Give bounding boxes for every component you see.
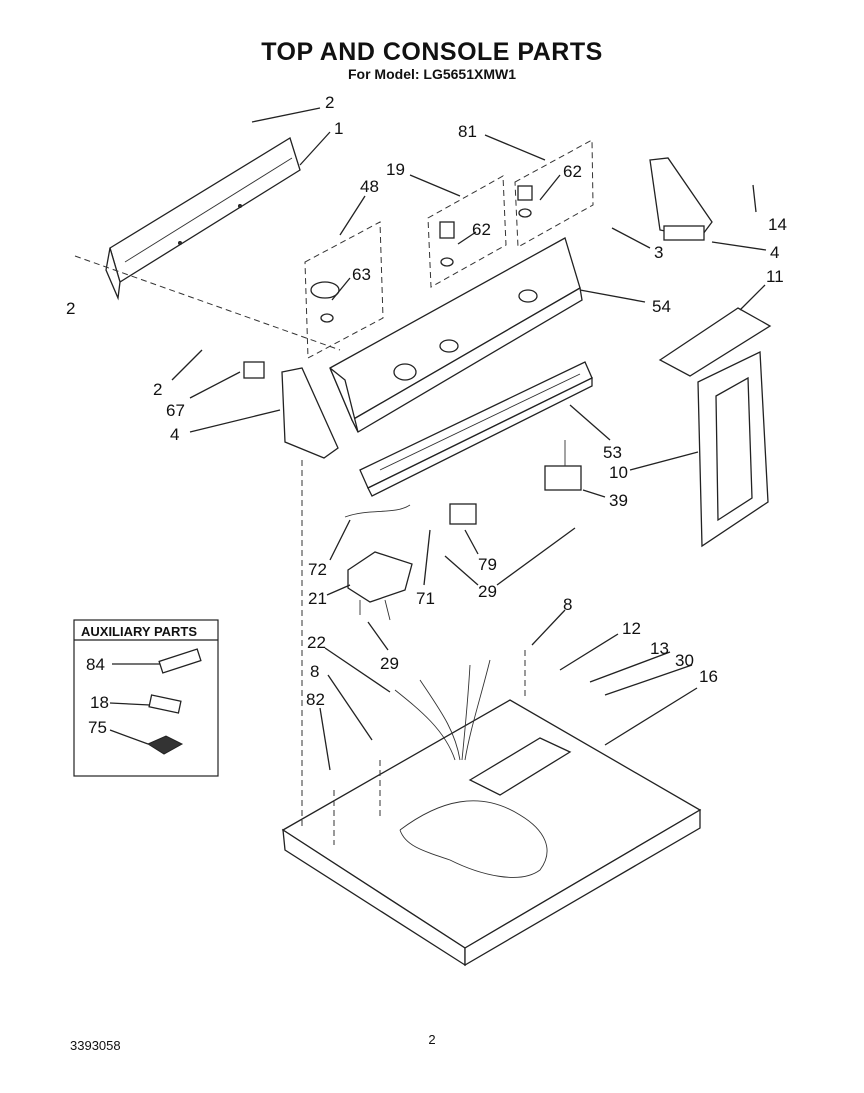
switch-79 — [449, 503, 477, 525]
callout: 62 — [472, 220, 491, 239]
auxiliary-parts-box: AUXILIARY PARTS 84 18 75 — [73, 619, 219, 777]
callout: 48 — [360, 177, 379, 196]
callout: 30 — [675, 651, 694, 670]
knob-group-48 — [304, 221, 384, 359]
side-panel-cover — [658, 307, 772, 548]
callout: 3 — [654, 243, 663, 262]
left-end-bracket — [243, 361, 339, 459]
callout: 53 — [603, 443, 622, 462]
wire-harness-72 — [344, 504, 411, 518]
callout: 71 — [416, 589, 435, 608]
callout: 10 — [609, 463, 628, 482]
page-number: 2 — [428, 1032, 436, 1047]
model-subtitle: For Model: LG5651XMW1 — [347, 66, 517, 82]
console-base-channel — [359, 361, 593, 497]
timer-21 — [347, 551, 413, 621]
top-cover-16 — [281, 699, 702, 967]
aux-item-label: 18 — [90, 693, 109, 712]
callout: 2 — [153, 380, 162, 399]
callout: 63 — [352, 265, 371, 284]
callout: 82 — [306, 690, 325, 709]
callout: 12 — [622, 619, 641, 638]
aux-item-label: 75 — [88, 718, 107, 737]
callout: 11 — [766, 267, 784, 286]
callout: 8 — [563, 595, 572, 614]
leader-lines — [171, 107, 767, 771]
console-panel — [329, 237, 583, 433]
callout: 8 — [310, 662, 319, 681]
callout: 54 — [652, 297, 671, 316]
knob-group-81 — [514, 139, 594, 248]
callout: 39 — [609, 491, 628, 510]
callout: 4 — [770, 243, 779, 262]
callout: 19 — [386, 160, 405, 179]
aux-item-label: 84 — [86, 655, 105, 674]
page-title: TOP AND CONSOLE PARTS — [261, 38, 603, 66]
callout: 2 — [66, 299, 75, 318]
callout: 81 — [458, 122, 477, 141]
callout: 14 — [768, 215, 787, 234]
callout: 62 — [563, 162, 582, 181]
callout-labels: 2 1 81 19 62 48 62 63 2 54 14 4 3 11 2 6… — [66, 93, 787, 709]
callout: 4 — [170, 425, 179, 444]
knob-group-19 — [427, 175, 507, 288]
callout: 13 — [650, 639, 669, 658]
guide-line — [74, 255, 341, 351]
callout: 22 — [307, 633, 326, 652]
top-rail-bracket — [105, 137, 301, 301]
callout: 21 — [308, 589, 327, 608]
callout: 16 — [699, 667, 718, 686]
wire-harness-22 — [394, 659, 548, 878]
callout: 72 — [308, 560, 327, 579]
document-number: 3393058 — [70, 1038, 121, 1053]
auxiliary-parts-title: AUXILIARY PARTS — [81, 624, 197, 639]
callout: 79 — [478, 555, 497, 574]
callout: 2 — [325, 93, 334, 112]
callout: 67 — [166, 401, 185, 420]
callout: 1 — [334, 119, 343, 138]
callout: 29 — [478, 582, 497, 601]
right-end-bracket — [649, 157, 713, 241]
callout: 29 — [380, 654, 399, 673]
switch-39 — [544, 440, 582, 491]
